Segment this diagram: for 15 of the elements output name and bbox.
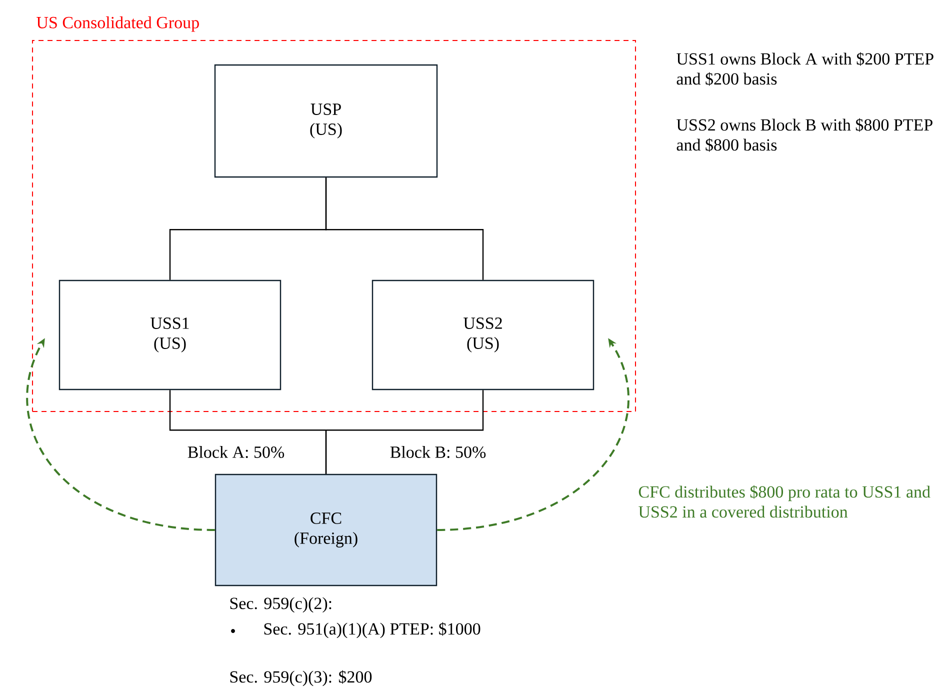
note-text: USS1 owns Block A with $200 PTEP and $200 basis xyxy=(676,52,934,86)
edge-label: Block B: 50% xyxy=(388,444,488,459)
section-note: Sec. 959(c)(3): $200 xyxy=(230,670,372,686)
ownership-line xyxy=(325,178,484,280)
entity-box: USS1 (US) xyxy=(58,280,282,390)
foreign-entity-box: CFC (Foreign) xyxy=(214,474,438,586)
section-note: Sec. 951(a)(1)(A) PTEP: $1000 xyxy=(264,622,480,638)
edge-label: Block A: 50% xyxy=(186,444,286,459)
entity-box: USP (US) xyxy=(214,64,438,178)
note-text: USS2 owns Block B with $800 PTEP and $800 basis xyxy=(676,118,932,152)
distribution-note: CFC distributes $800 pro rata to USS1 and USS2 in a covered distribution xyxy=(638,485,930,518)
group-heading: US Consolidated Group xyxy=(36,16,199,32)
ownership-line xyxy=(325,390,484,474)
entity-box: USS2 (US) xyxy=(372,280,594,390)
section-note: Sec. 959(c)(2): xyxy=(230,597,332,613)
